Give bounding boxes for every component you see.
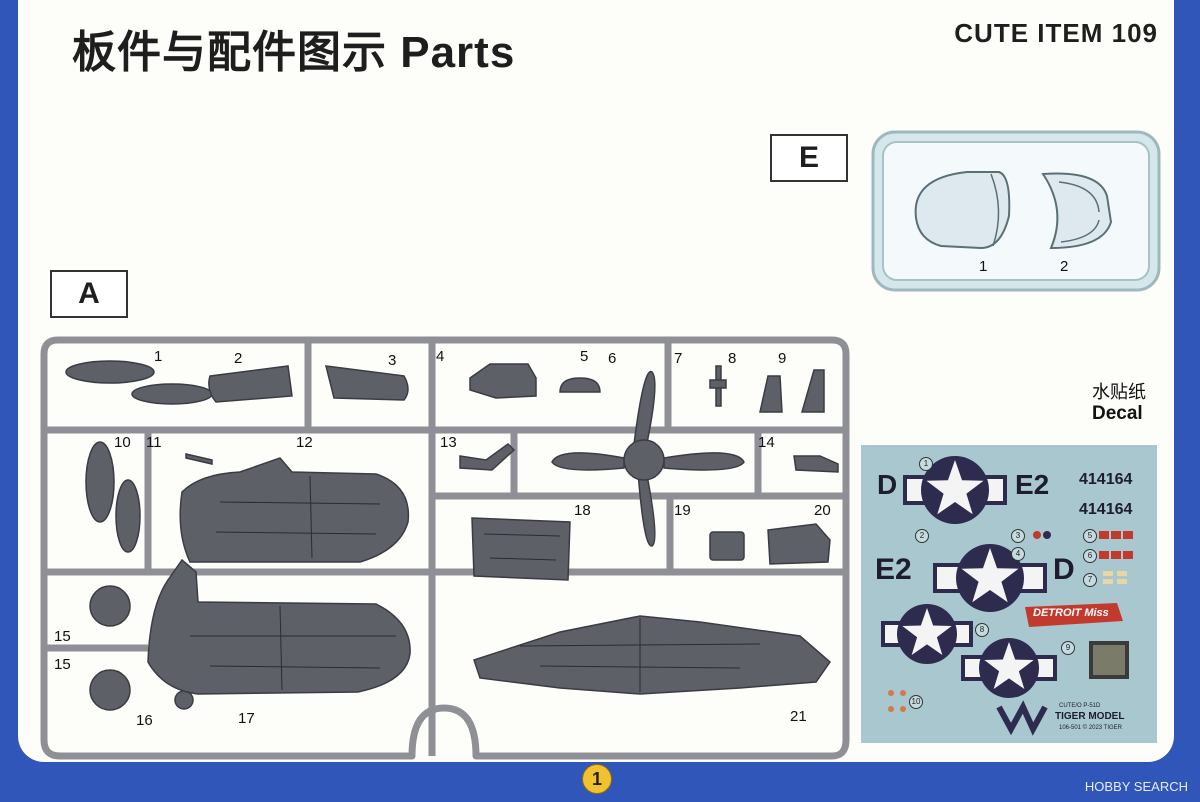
decal-insignia [881,456,1133,736]
part-number: 7 [674,350,683,367]
sprue-e-clear-parts [871,130,1161,292]
part-number: 14 [758,434,775,451]
decal-callout: 6 [1083,549,1097,563]
part-number: 2 [234,350,243,367]
part-number: 13 [440,434,457,451]
part-number: 3 [388,352,397,369]
roundel-2 [933,544,1047,612]
part-number: 15 [54,628,71,645]
part-number: 1 [154,348,163,365]
part-number: 15 [54,656,71,673]
decal-callout: 4 [1011,547,1025,561]
nose-art [1025,603,1123,627]
decal-callout: 9 [1061,641,1075,655]
roundel-4 [961,638,1057,698]
roundel-1 [903,456,1007,524]
cute-item-number: CUTE ITEM 109 [954,18,1158,48]
sprue-a [40,336,850,760]
decal-callout: 2 [915,529,929,543]
part-number: 10 [114,434,131,451]
decal-code: CUTE/O P-51D [1059,703,1101,709]
part-number: 6 [608,350,617,367]
decal-callout: 5 [1083,529,1097,543]
decal-brand: TIGER MODEL [1055,711,1125,722]
decal-callout: 3 [1011,529,1025,543]
part-number: 19 [674,502,691,519]
decal-nose-art-text: DETROIT Miss [1033,607,1109,619]
decal-code-e2: E2 [875,553,912,586]
part-number: 16 [136,712,153,729]
decal-callout: 10 [909,695,923,709]
part-number: 11 [146,434,162,451]
part-number: 5 [580,348,589,365]
part-number: 17 [238,710,255,727]
part-number: 2 [1060,258,1069,275]
small-decals [888,531,1133,736]
decal-code: 106-501 © 2023 TIGER [1059,725,1123,731]
canopy-part-1 [914,171,1011,250]
decal-label-en: Decal [1092,403,1143,424]
part-number: 4 [436,348,445,365]
part-number: 1 [979,258,988,275]
decal-serial: 414164 [1079,471,1133,488]
decal-callout: 1 [919,457,933,471]
part-number: 20 [814,502,831,519]
part-number: 21 [790,708,807,725]
decal-code-d: D [877,469,898,500]
decal-callout: 7 [1083,573,1097,587]
decal-serial: 414164 [1079,501,1133,518]
part-number: 9 [778,350,787,367]
canopy-part-2 [1041,172,1113,250]
decal-code-e2: E2 [1015,469,1050,500]
page-number-badge: 1 [582,764,612,794]
roundel-3 [881,604,973,664]
decal-code-d: D [1053,553,1075,586]
watermark: HOBBY SEARCH [1084,779,1188,794]
decal-sheet: D E2 414164 414164 E2 D DETROIT Miss TIG… [861,445,1157,743]
sprue-a-label: A [50,270,128,318]
part-number: 18 [574,502,591,519]
page-title: 板件与配件图示 Parts [72,28,516,77]
sprue-e-label: E [770,134,848,182]
decal-callout: 8 [975,623,989,637]
part-number: 12 [296,434,313,451]
part-number: 8 [728,350,737,367]
decal-label-cn: 水贴纸 [1092,382,1146,402]
instruction-sheet: 板件与配件图示 Parts CUTE ITEM 109 E 1 2 A [18,0,1174,762]
